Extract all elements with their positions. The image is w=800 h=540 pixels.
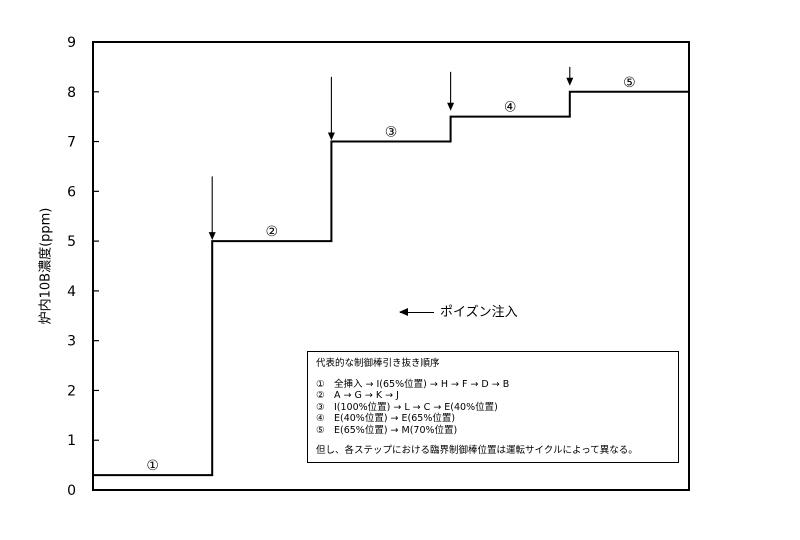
y-tick-label: 9: [67, 35, 76, 51]
segment-label: ①: [146, 458, 159, 474]
down-arrow-icon: [447, 102, 455, 111]
legend-item-number: ④: [316, 413, 325, 424]
legend-item-text: E(40%位置) → E(65%位置): [334, 413, 456, 424]
y-tick-label: 2: [67, 383, 76, 399]
y-ticks: 0 1 2 3 4 5 6 7 8 9: [67, 35, 99, 499]
legend-item-number: ③: [316, 401, 325, 413]
segment-label: ⑤: [623, 75, 636, 91]
step-arrows: [208, 66, 574, 241]
legend-item-number: ①: [316, 378, 325, 390]
down-arrow-icon: [566, 77, 574, 86]
legend-item-number: ⑤: [316, 424, 325, 436]
legend-box: 代表的な制御棒引き抜き順序 ① 全挿入 → I(65%位置) → H → F → …: [307, 351, 679, 463]
segment-label: ③: [385, 125, 398, 141]
y-tick-label: 0: [67, 483, 76, 499]
legend-item-text: I(100%位置) → L → C → E(40%位置): [334, 401, 498, 413]
y-tick-label: 8: [67, 85, 76, 101]
y-axis-label: 炉内10B濃度(ppm): [38, 207, 54, 325]
y-tick-label: 6: [67, 184, 76, 200]
y-tick-label: 3: [67, 334, 76, 350]
legend-item: ⑤ E(65%位置) → M(70%位置): [316, 425, 670, 437]
segment-label: ④: [504, 100, 517, 116]
legend-item-text: 全挿入 → I(65%位置) → H → F → D → B: [334, 378, 510, 390]
y-tick-label: 7: [67, 135, 76, 151]
legend-item-text: E(65%位置) → M(70%位置): [334, 424, 458, 436]
legend-item: ③ I(100%位置) → L → C → E(40%位置): [316, 402, 670, 414]
legend-item: ② A → G → K → J: [316, 390, 670, 402]
step-line: [93, 90, 689, 477]
poison-injection-annotation: ポイズン注入: [399, 301, 518, 320]
legend-item-number: ②: [316, 390, 325, 401]
left-arrow-icon: [399, 308, 434, 316]
down-arrow-icon: [208, 232, 216, 241]
segment-label: ②: [266, 224, 279, 240]
legend-item: ① 全挿入 → I(65%位置) → H → F → D → B: [316, 379, 670, 391]
legend-item: ④ E(40%位置) → E(65%位置): [316, 413, 670, 425]
y-tick-label: 5: [67, 234, 76, 250]
step-series: [93, 90, 689, 477]
y-tick-label: 1: [67, 433, 76, 449]
y-tick-label: 4: [67, 284, 76, 300]
legend-item-text: A → G → K → J: [334, 390, 399, 401]
down-arrow-icon: [327, 132, 335, 141]
legend-note: 但し、各ステップにおける臨界制御棒位置は運転サイクルによって異なる。: [316, 445, 638, 456]
plot-frame: [92, 41, 690, 491]
legend-title: 代表的な制御棒引き抜き順序: [316, 358, 440, 369]
poison-injection-text: ポイズン注入: [440, 305, 518, 320]
